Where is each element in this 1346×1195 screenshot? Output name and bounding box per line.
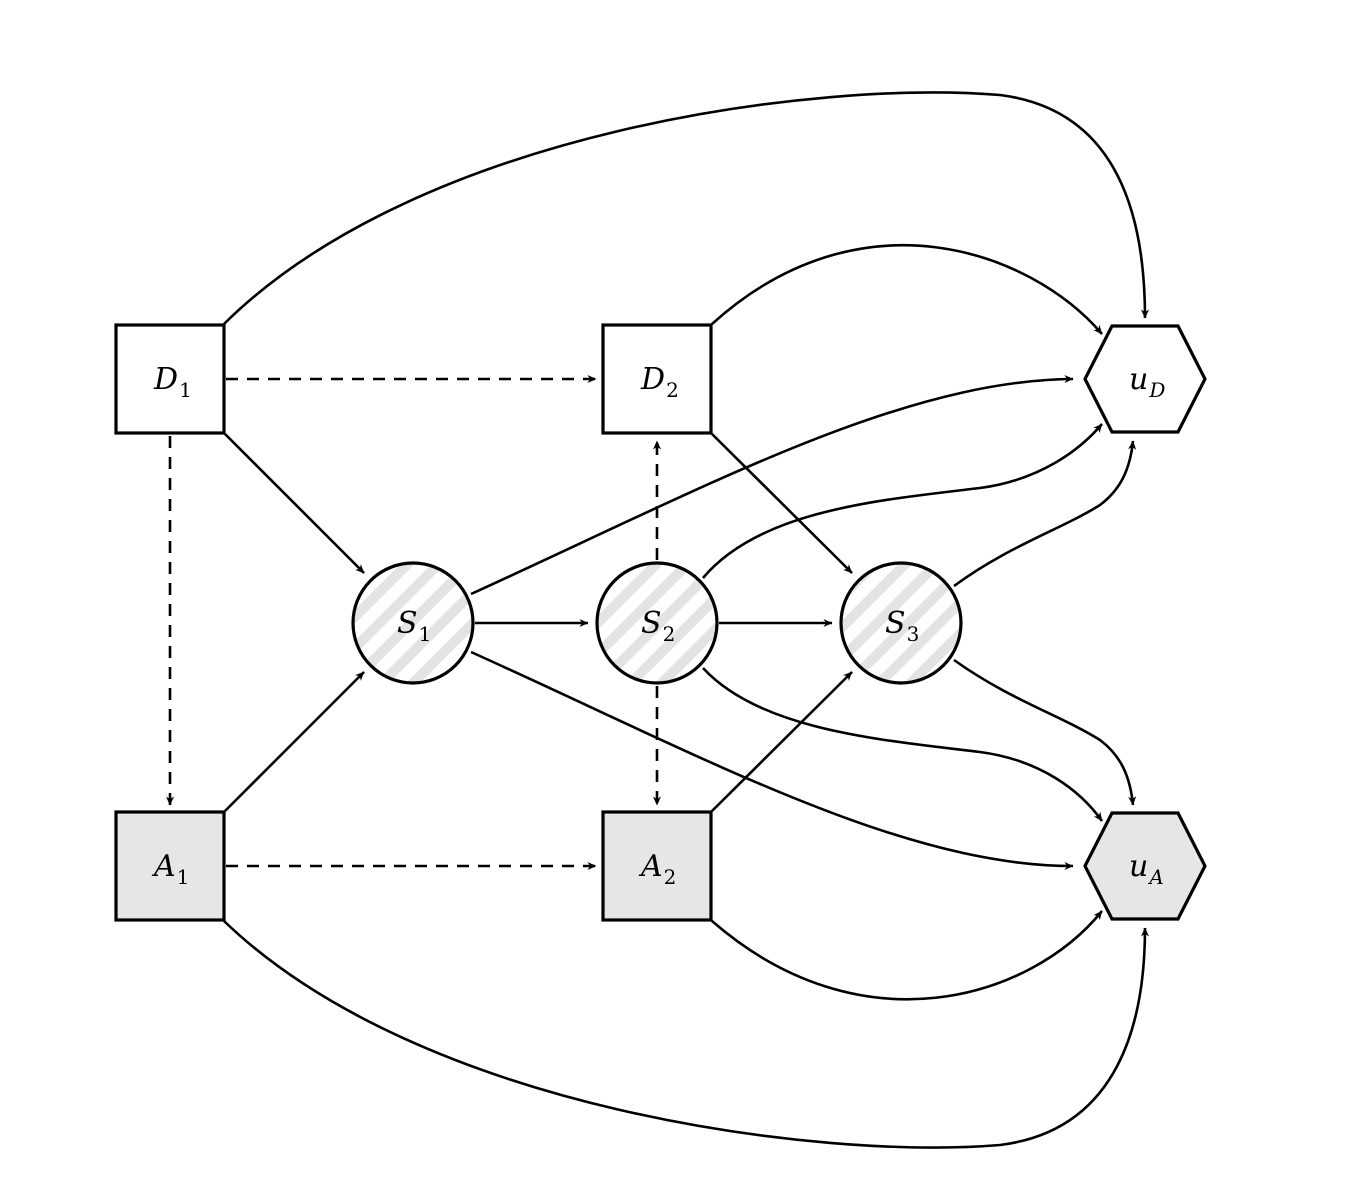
edge-A1-to-S1 [224,671,365,812]
node-label-subscript: 1 [419,622,432,646]
node-A1-square [114,810,226,922]
node-A2-square [601,810,713,922]
node-label-base: u [1129,362,1148,397]
node-A1: A1 [114,810,226,922]
edge-D2-to-S3 [711,433,853,574]
node-label-subscript: D [1148,378,1165,402]
node-D1-square [114,323,226,435]
node-uA: uA [1083,811,1207,921]
node-S2-circle [595,561,719,685]
node-D1: D1 [114,323,226,435]
node-label-base: S [885,606,906,641]
node-label-base: A [638,849,663,884]
node-S3: S3 [839,561,963,685]
node-label-base: D [153,362,178,397]
edge-S2-to-uA [702,667,1104,822]
edge-S3-to-uD [953,440,1137,588]
edge-A2-to-uA [711,910,1104,1001]
edge-S3-to-uA [953,658,1137,806]
edge-D1-to-uD [223,91,1150,325]
node-label-base: S [397,606,418,641]
node-uA-hexagon [1083,811,1207,921]
node-label-subscript: A [1147,865,1163,889]
edge-A2-to-S3 [711,671,853,812]
edge-S2-to-uD [702,423,1103,579]
node-A2-label: A2 [638,849,676,889]
node-label-subscript: 2 [666,378,679,402]
node-label-subscript: 2 [663,622,676,646]
edge-S1-to-uD [470,375,1074,596]
edge-D1-to-S1 [224,433,365,574]
node-uD-label: uD [1129,362,1165,402]
node-label-base: D [640,362,665,397]
node-uD-hexagon [1083,324,1207,434]
node-label-base: S [641,606,662,641]
node-A2: A2 [601,810,713,922]
edge-A1-to-uA [223,920,1150,1149]
node-S1-label: S1 [397,606,431,646]
edge-S1-to-uA [470,650,1074,871]
edge-D2-to-uD [711,243,1103,335]
node-uD: uD [1083,324,1207,434]
edges [165,91,1150,1149]
node-label-subscript: 3 [907,622,920,646]
node-S3-circle [839,561,963,685]
node-label-subscript: 2 [664,865,677,889]
node-D2-label: D2 [640,362,679,402]
node-D2: D2 [601,323,713,435]
node-S1-circle [351,561,475,685]
node-D2-square [601,323,713,435]
node-uA-label: uA [1129,849,1164,889]
node-S3-label: S3 [885,606,919,646]
node-A1-label: A1 [151,849,189,889]
node-D1-label: D1 [153,362,192,402]
node-S1: S1 [351,561,475,685]
node-S2: S2 [595,561,719,685]
node-label-subscript: 1 [177,865,190,889]
node-S2-label: S2 [641,606,675,646]
node-label-subscript: 1 [179,378,192,402]
node-label-base: A [151,849,176,884]
node-label-base: u [1129,849,1148,884]
